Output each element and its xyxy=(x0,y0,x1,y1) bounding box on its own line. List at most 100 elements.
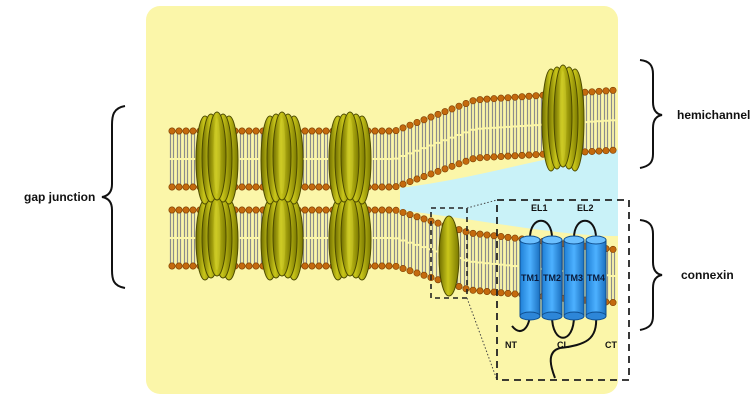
lipid-head xyxy=(504,289,512,297)
tm-label: TM3 xyxy=(565,273,583,283)
lipid-head xyxy=(420,215,428,223)
lipid-head xyxy=(406,267,414,275)
gap-junction-channels xyxy=(195,111,372,281)
lipid-head xyxy=(378,127,386,135)
lipid-head xyxy=(252,262,260,270)
lipid-head xyxy=(322,183,330,191)
lipid-head xyxy=(427,170,435,178)
tm-helix-3: TM3 xyxy=(563,235,585,321)
tm-helix-2: TM2 xyxy=(541,235,563,321)
lipid-head xyxy=(448,162,456,170)
lipid-head xyxy=(420,271,428,279)
zoom-source-box xyxy=(430,207,468,299)
lipid-head xyxy=(182,262,190,270)
lipid-head xyxy=(378,206,386,214)
tm-label: TM1 xyxy=(521,273,539,283)
lipid-head xyxy=(392,262,400,270)
lipid-head xyxy=(462,157,470,165)
connexin-highlight xyxy=(559,71,567,161)
lipid-head xyxy=(511,234,519,242)
lipid-head xyxy=(308,206,316,214)
connexin-label: connexin xyxy=(681,268,734,282)
lipid-head xyxy=(182,183,190,191)
lipid-head xyxy=(252,206,260,214)
lipid-head xyxy=(609,245,617,253)
lipid-head xyxy=(609,146,617,154)
tm-helix-1: TM1 xyxy=(519,235,541,321)
connexin-subunit xyxy=(340,111,360,201)
lipid-head xyxy=(182,127,190,135)
lipid-head xyxy=(238,127,246,135)
lipid-head xyxy=(469,286,477,294)
lipid-head xyxy=(441,165,449,173)
extracellular-loop-1 xyxy=(529,219,553,239)
lipid-head xyxy=(476,230,484,238)
helix-top xyxy=(563,235,585,245)
lipid-head xyxy=(595,147,603,155)
lipid-head xyxy=(490,95,498,103)
lipid-head xyxy=(525,92,533,100)
lipid-head xyxy=(483,287,491,295)
tm-label: TM4 xyxy=(587,273,605,283)
connexin-subunit xyxy=(272,111,292,201)
gap-junction-bracket xyxy=(101,105,126,289)
lipid-head xyxy=(441,108,449,116)
lipid-head xyxy=(189,127,197,135)
lipid-head xyxy=(371,206,379,214)
lipid-head xyxy=(392,206,400,214)
lipid-head xyxy=(462,228,470,236)
lipid-head xyxy=(371,127,379,135)
lipid-head xyxy=(525,151,533,159)
hemichannel-bracket xyxy=(639,59,663,169)
single-connexon xyxy=(438,215,460,297)
connexin-subunit xyxy=(553,64,573,168)
gap-junction-channel xyxy=(260,111,304,281)
connexin-highlight xyxy=(213,202,221,270)
lipid-head xyxy=(469,155,477,163)
lipid-head xyxy=(609,299,617,307)
lipid-head xyxy=(392,183,400,191)
lipid-head xyxy=(308,262,316,270)
lipid-head xyxy=(385,127,393,135)
lipid-head xyxy=(168,127,176,135)
lipid-head xyxy=(175,206,183,214)
lipid-head xyxy=(378,183,386,191)
lipid-head xyxy=(245,206,253,214)
lipid-head xyxy=(588,147,596,155)
lipid-head xyxy=(378,262,386,270)
lipid-head xyxy=(385,206,393,214)
nt-label: NT xyxy=(505,340,517,350)
el1-label: EL1 xyxy=(531,203,548,213)
lipid-head xyxy=(308,183,316,191)
lipid-head xyxy=(238,206,246,214)
lipid-head xyxy=(595,87,603,95)
zoom-line-top xyxy=(466,199,498,209)
lipid-head xyxy=(315,183,323,191)
lipid-head xyxy=(301,206,309,214)
lipid-head xyxy=(168,262,176,270)
lipid-head xyxy=(238,262,246,270)
lipid-head xyxy=(385,183,393,191)
lipid-head xyxy=(168,183,176,191)
lipid-head xyxy=(322,127,330,135)
lipid-head xyxy=(301,127,309,135)
lipid-head xyxy=(462,285,470,293)
lipid-head xyxy=(189,262,197,270)
lipid-head xyxy=(455,160,463,168)
lipid-head xyxy=(420,172,428,180)
lipid-head xyxy=(168,206,176,214)
lipid-head xyxy=(406,121,414,129)
lipid-head xyxy=(427,113,435,121)
lipid-head xyxy=(511,152,519,160)
ct-label: CT xyxy=(605,340,617,350)
lipid-head xyxy=(483,95,491,103)
helix-bottom xyxy=(541,311,563,321)
lipid-head xyxy=(301,183,309,191)
lipid-head xyxy=(252,127,260,135)
connexin-bracket xyxy=(639,219,663,331)
lipid-head xyxy=(175,183,183,191)
lipid-head xyxy=(315,206,323,214)
lipid-head xyxy=(434,219,442,227)
